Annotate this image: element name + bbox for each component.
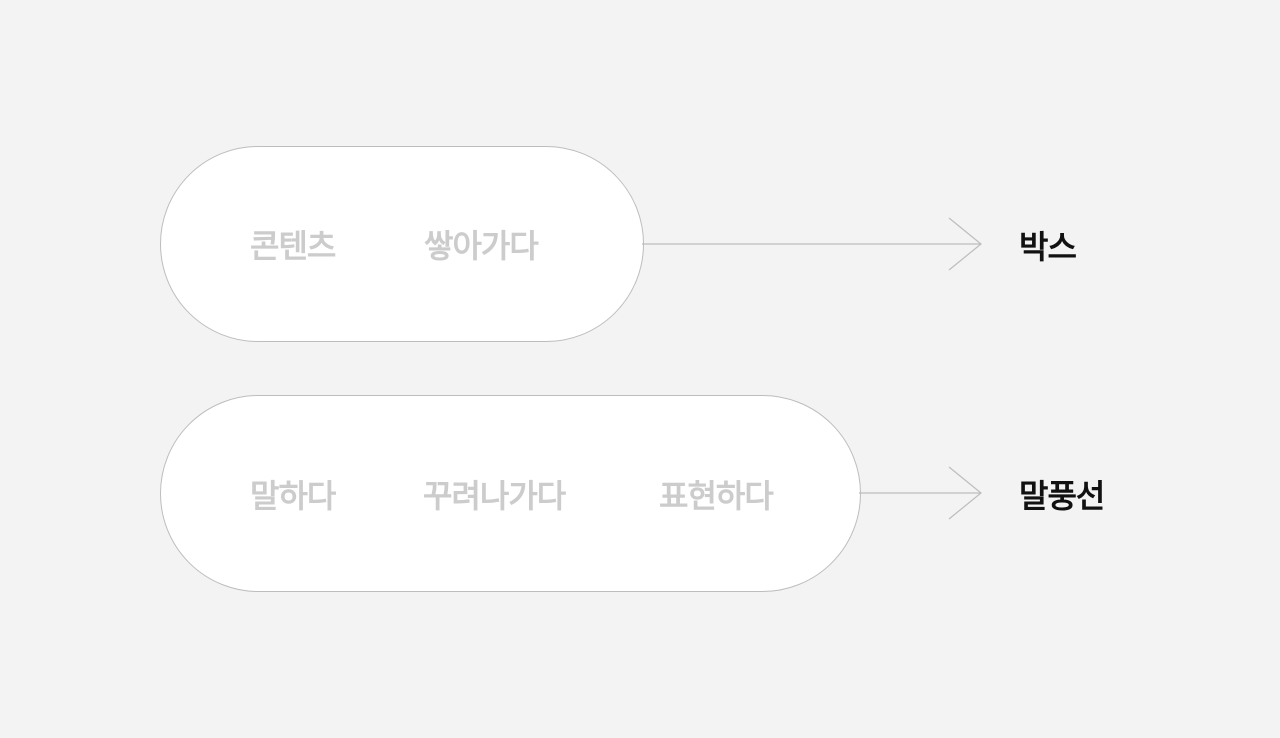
pill-box-row-2: 말하다 꾸려나가다 표현하다: [160, 395, 861, 592]
pill-word: 쌓아가다: [424, 227, 539, 265]
pill-box-row-1: 콘텐츠 쌓아가다: [160, 146, 644, 342]
result-label: 말풍선: [1019, 477, 1105, 515]
pill-word: 꾸려나가다: [423, 476, 566, 515]
pill-word: 표현하다: [659, 476, 774, 515]
pill-word: 말하다: [250, 476, 336, 515]
pill-word: 콘텐츠: [250, 227, 336, 265]
arrow-right-icon: [859, 466, 982, 520]
result-label: 박스: [1019, 228, 1077, 266]
arrow-right-icon: [642, 217, 982, 271]
